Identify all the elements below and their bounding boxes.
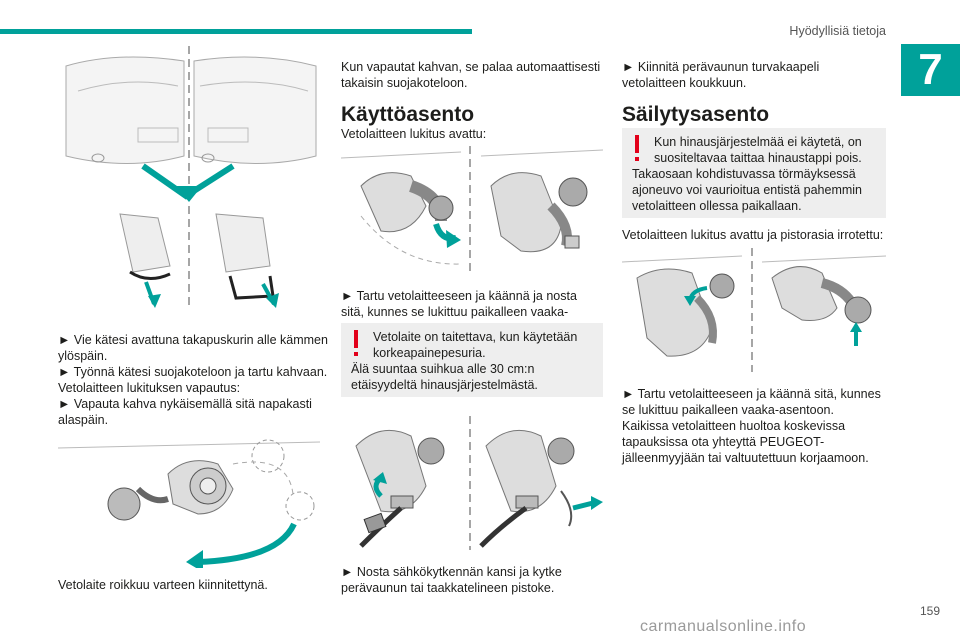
- bumper-illustration: [58, 46, 320, 308]
- storage-position-illustration: [622, 248, 886, 372]
- towbar-usage-illustration: [341, 146, 603, 272]
- left-instructions: ► Vie kätesi avattuna takapuskurin alle …: [58, 332, 330, 428]
- instruction-line: ► Vie kätesi avattuna takapuskurin alle …: [58, 333, 328, 363]
- warning-box-storage: Kun hinausjärjestelmää ei käytetä, on su…: [622, 128, 886, 218]
- header-accent-bar: [0, 29, 472, 34]
- heading-sailytysasento: Säilytysasento: [622, 103, 770, 126]
- right-step1: ► Kiinnitä perävaunun turvakaapeli vetol…: [622, 60, 820, 90]
- page-number: 159: [919, 604, 940, 618]
- instruction-line: ► Tartu vetolaitteeseen ja käännä sitä, …: [622, 387, 881, 417]
- warning-line: suositeltavaa taittaa hinaustappi pois.: [654, 151, 862, 165]
- warning-line: korkeapainepesuria.: [373, 346, 486, 360]
- service-note: Kaikissa vetolaitteen huoltoa koskevissa…: [622, 419, 869, 465]
- right-step2: ► Tartu vetolaitteeseen ja käännä sitä, …: [622, 386, 886, 466]
- warning-line: Takaosaan kohdistuvassa törmäyksessä ajo…: [632, 167, 862, 213]
- warning-exclamation-icon: [635, 135, 639, 161]
- chapter-number-tab: 7: [901, 44, 960, 96]
- warning-exclamation-icon: [354, 330, 358, 356]
- middle-intro: Kun vapautat kahvan, se palaa automaatti…: [341, 60, 601, 90]
- warning-box-pressure-washer: Vetolaite on taitettava, kun käytetään k…: [341, 323, 603, 397]
- middle-subheading: Vetolaitteen lukitus avattu:: [341, 127, 487, 141]
- right-subheading: Vetolaitteen lukitus avattu ja pistorasi…: [622, 228, 884, 242]
- electrical-connection-illustration: [341, 416, 603, 550]
- hanging-caption: Vetolaite roikkuu varteen kiinnitettynä.: [58, 578, 268, 592]
- watermark: carmanualsonline.info: [640, 618, 807, 635]
- middle-step2: ► Nosta sähkökytkennän kansi ja kytke pe…: [341, 565, 562, 595]
- warning-line: Kun hinausjärjestelmää ei käytetä, on: [654, 135, 862, 149]
- instruction-line: Vetolaitteen lukituksen vapautus:: [58, 381, 241, 395]
- instruction-line: ► Vapauta kahva nykäisemällä sitä napaka…: [58, 397, 312, 427]
- instruction-line: ► Työnnä kätesi suojakoteloon ja tartu k…: [58, 365, 328, 379]
- heading-kayttoasento: Käyttöasento: [341, 103, 475, 126]
- warning-line: Vetolaite on taitettava, kun käytetään: [373, 330, 578, 344]
- hanging-towbar-illustration: [58, 434, 320, 568]
- section-title: Hyödyllisiä tietoja: [789, 24, 886, 38]
- warning-line: Älä suuntaa suihkua alle 30 cm:n etäisyy…: [351, 362, 538, 392]
